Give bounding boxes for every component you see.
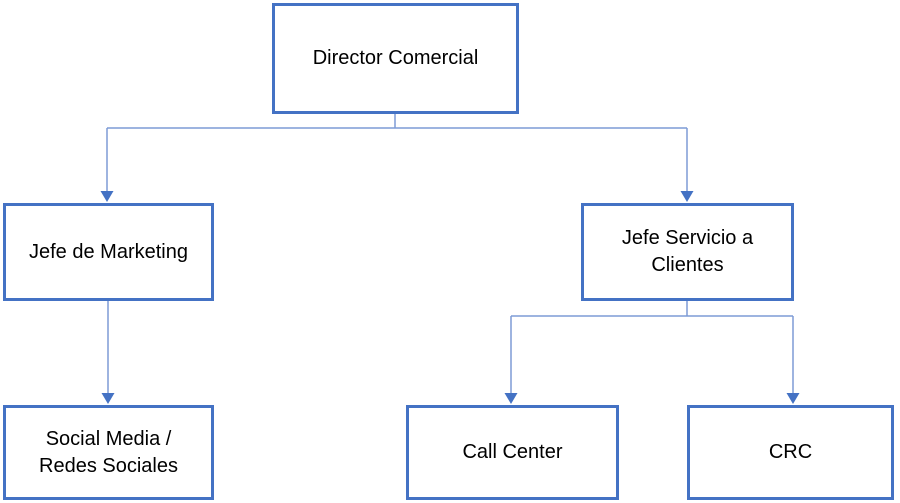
arrowhead-callcenter [504,393,518,404]
node-jefe-servicio-a-clientes: Jefe Servicio a Clientes [581,203,794,301]
node-jefe-servicio-a-clientes-label: Jefe Servicio a Clientes [621,227,754,276]
node-jefe-de-marketing-label: Jefe de Marketing [29,240,188,263]
node-director-comercial: Director Comercial [272,3,519,114]
arrowhead-marketing [100,191,114,202]
arrowhead-crc [786,393,800,404]
arrowhead-social [101,393,115,404]
node-crc-label: CRC [768,441,813,463]
node-social-media-redes-sociales: Social Media / Redes Sociales [3,405,214,500]
node-jefe-de-marketing: Jefe de Marketing [3,203,214,301]
node-social-media-redes-sociales-label: Social Media / Redes Sociales [39,427,178,477]
node-crc: CRC [687,405,894,500]
arrowhead-servicio [680,191,694,202]
node-call-center: Call Center [406,405,619,500]
node-call-center-label: Call Center [462,441,563,463]
node-director-comercial-label: Director Comercial [312,47,479,69]
